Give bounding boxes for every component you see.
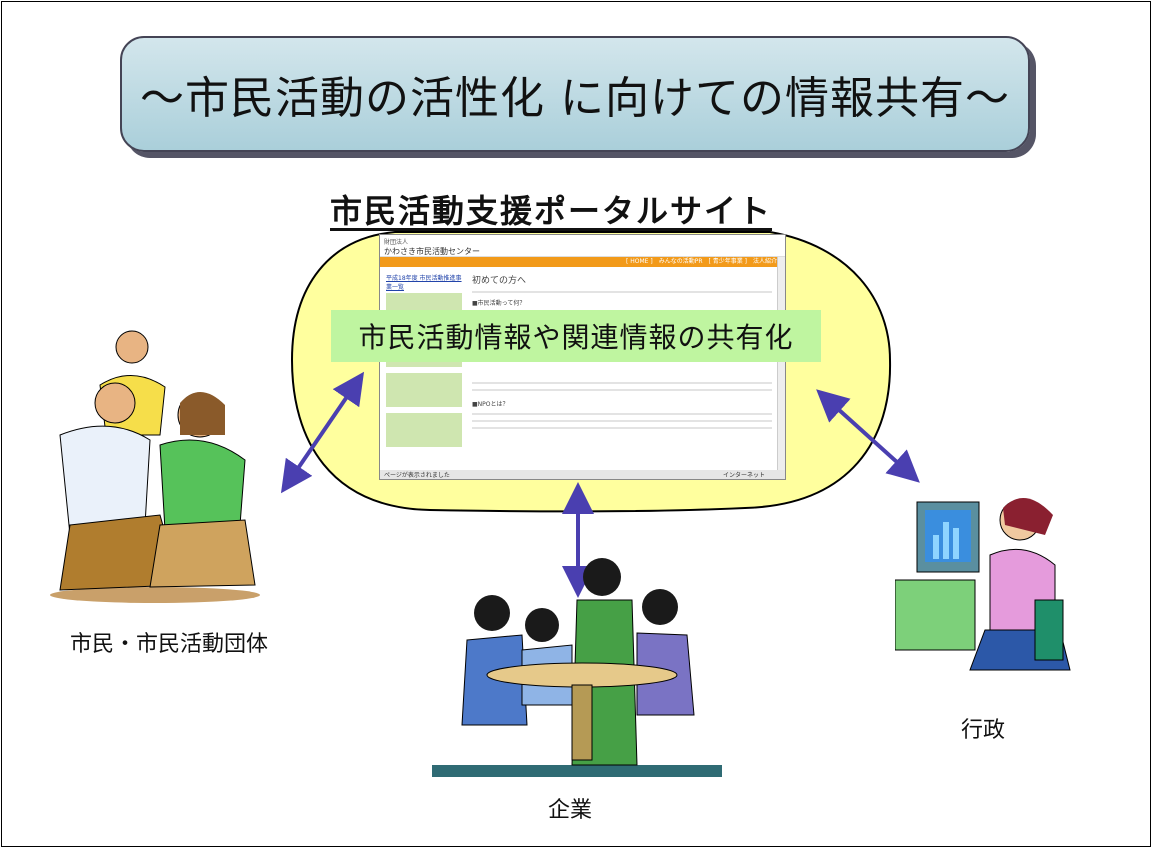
person-shirt-green [159, 439, 246, 531]
screenshot-q2: ■NPOとは？ [472, 401, 509, 408]
person-head [94, 382, 136, 424]
screenshot-rule [472, 389, 772, 391]
person-hair [180, 391, 225, 435]
screenshot-rule [472, 413, 772, 415]
screenshot-q1: ■市民活動って何？ [472, 300, 526, 307]
slide-title: ～市民活動の活性化 に向けての情報共有～ [140, 73, 1010, 124]
portal-title: 市民活動支援ポータルサイト [330, 192, 773, 230]
person-head [583, 558, 621, 596]
person-head [525, 608, 559, 642]
person-pants [149, 519, 256, 588]
screenshot-rule [472, 420, 772, 422]
arrow-citizens [280, 371, 365, 494]
screenshot-header: 財団法人 かわさき市民活動センター [380, 235, 785, 257]
screenshot-rule [472, 382, 772, 384]
screenshot-rule [472, 427, 772, 429]
business-illustration [432, 558, 722, 777]
screenshot-statusbar: ページが表示されました インターネット [380, 470, 785, 479]
table-top [486, 662, 678, 688]
ground-shadow [50, 587, 260, 603]
label-citizens: 市民・市民活動団体 [70, 632, 269, 657]
person-head [115, 330, 149, 364]
screen-bar [953, 528, 959, 559]
screenshot-heading: 初めての方へ [472, 276, 527, 286]
floor [432, 765, 722, 777]
screenshot-side-box [386, 373, 462, 407]
person-head [642, 589, 678, 625]
table-leg [571, 684, 593, 761]
chair [1034, 599, 1064, 661]
screenshot-main: 初めての方へ ■市民活動って何？ ■NPOとは？ [472, 273, 772, 434]
label-business: 企業 [548, 798, 593, 823]
person-hair [1003, 498, 1053, 535]
screenshot-side-box [386, 413, 462, 447]
title-box: ～市民活動の活性化 に向けての情報共有～ [120, 36, 1030, 152]
screen-bar [943, 522, 949, 559]
arrow-government [816, 389, 920, 483]
screenshot-org-small: 財団法人 [384, 239, 409, 246]
share-label: 市民活動情報や関連情報の共有化 [331, 310, 821, 362]
screenshot-org-name: かわさき市民活動センター [384, 247, 480, 256]
person-head [474, 595, 510, 631]
screen-bar [933, 535, 939, 559]
screenshot-scrollbar [777, 257, 785, 472]
screenshot-status-text: ページが表示されました [384, 472, 450, 479]
citizens-illustration [50, 330, 260, 603]
label-government: 行政 [961, 718, 1006, 743]
screenshot-rule [472, 291, 772, 293]
screenshot-zone: インターネット [722, 472, 765, 479]
government-illustration [895, 498, 1071, 671]
person-shirt-white [59, 425, 151, 536]
screenshot-nav: [ HOME ] みんなの活動PR [ 青少年事業 ] 法人紹介 [380, 257, 785, 267]
screenshot-side-link: 平成18年度 市民活動推進事業一覧 [386, 275, 462, 291]
computer-base [895, 579, 976, 651]
